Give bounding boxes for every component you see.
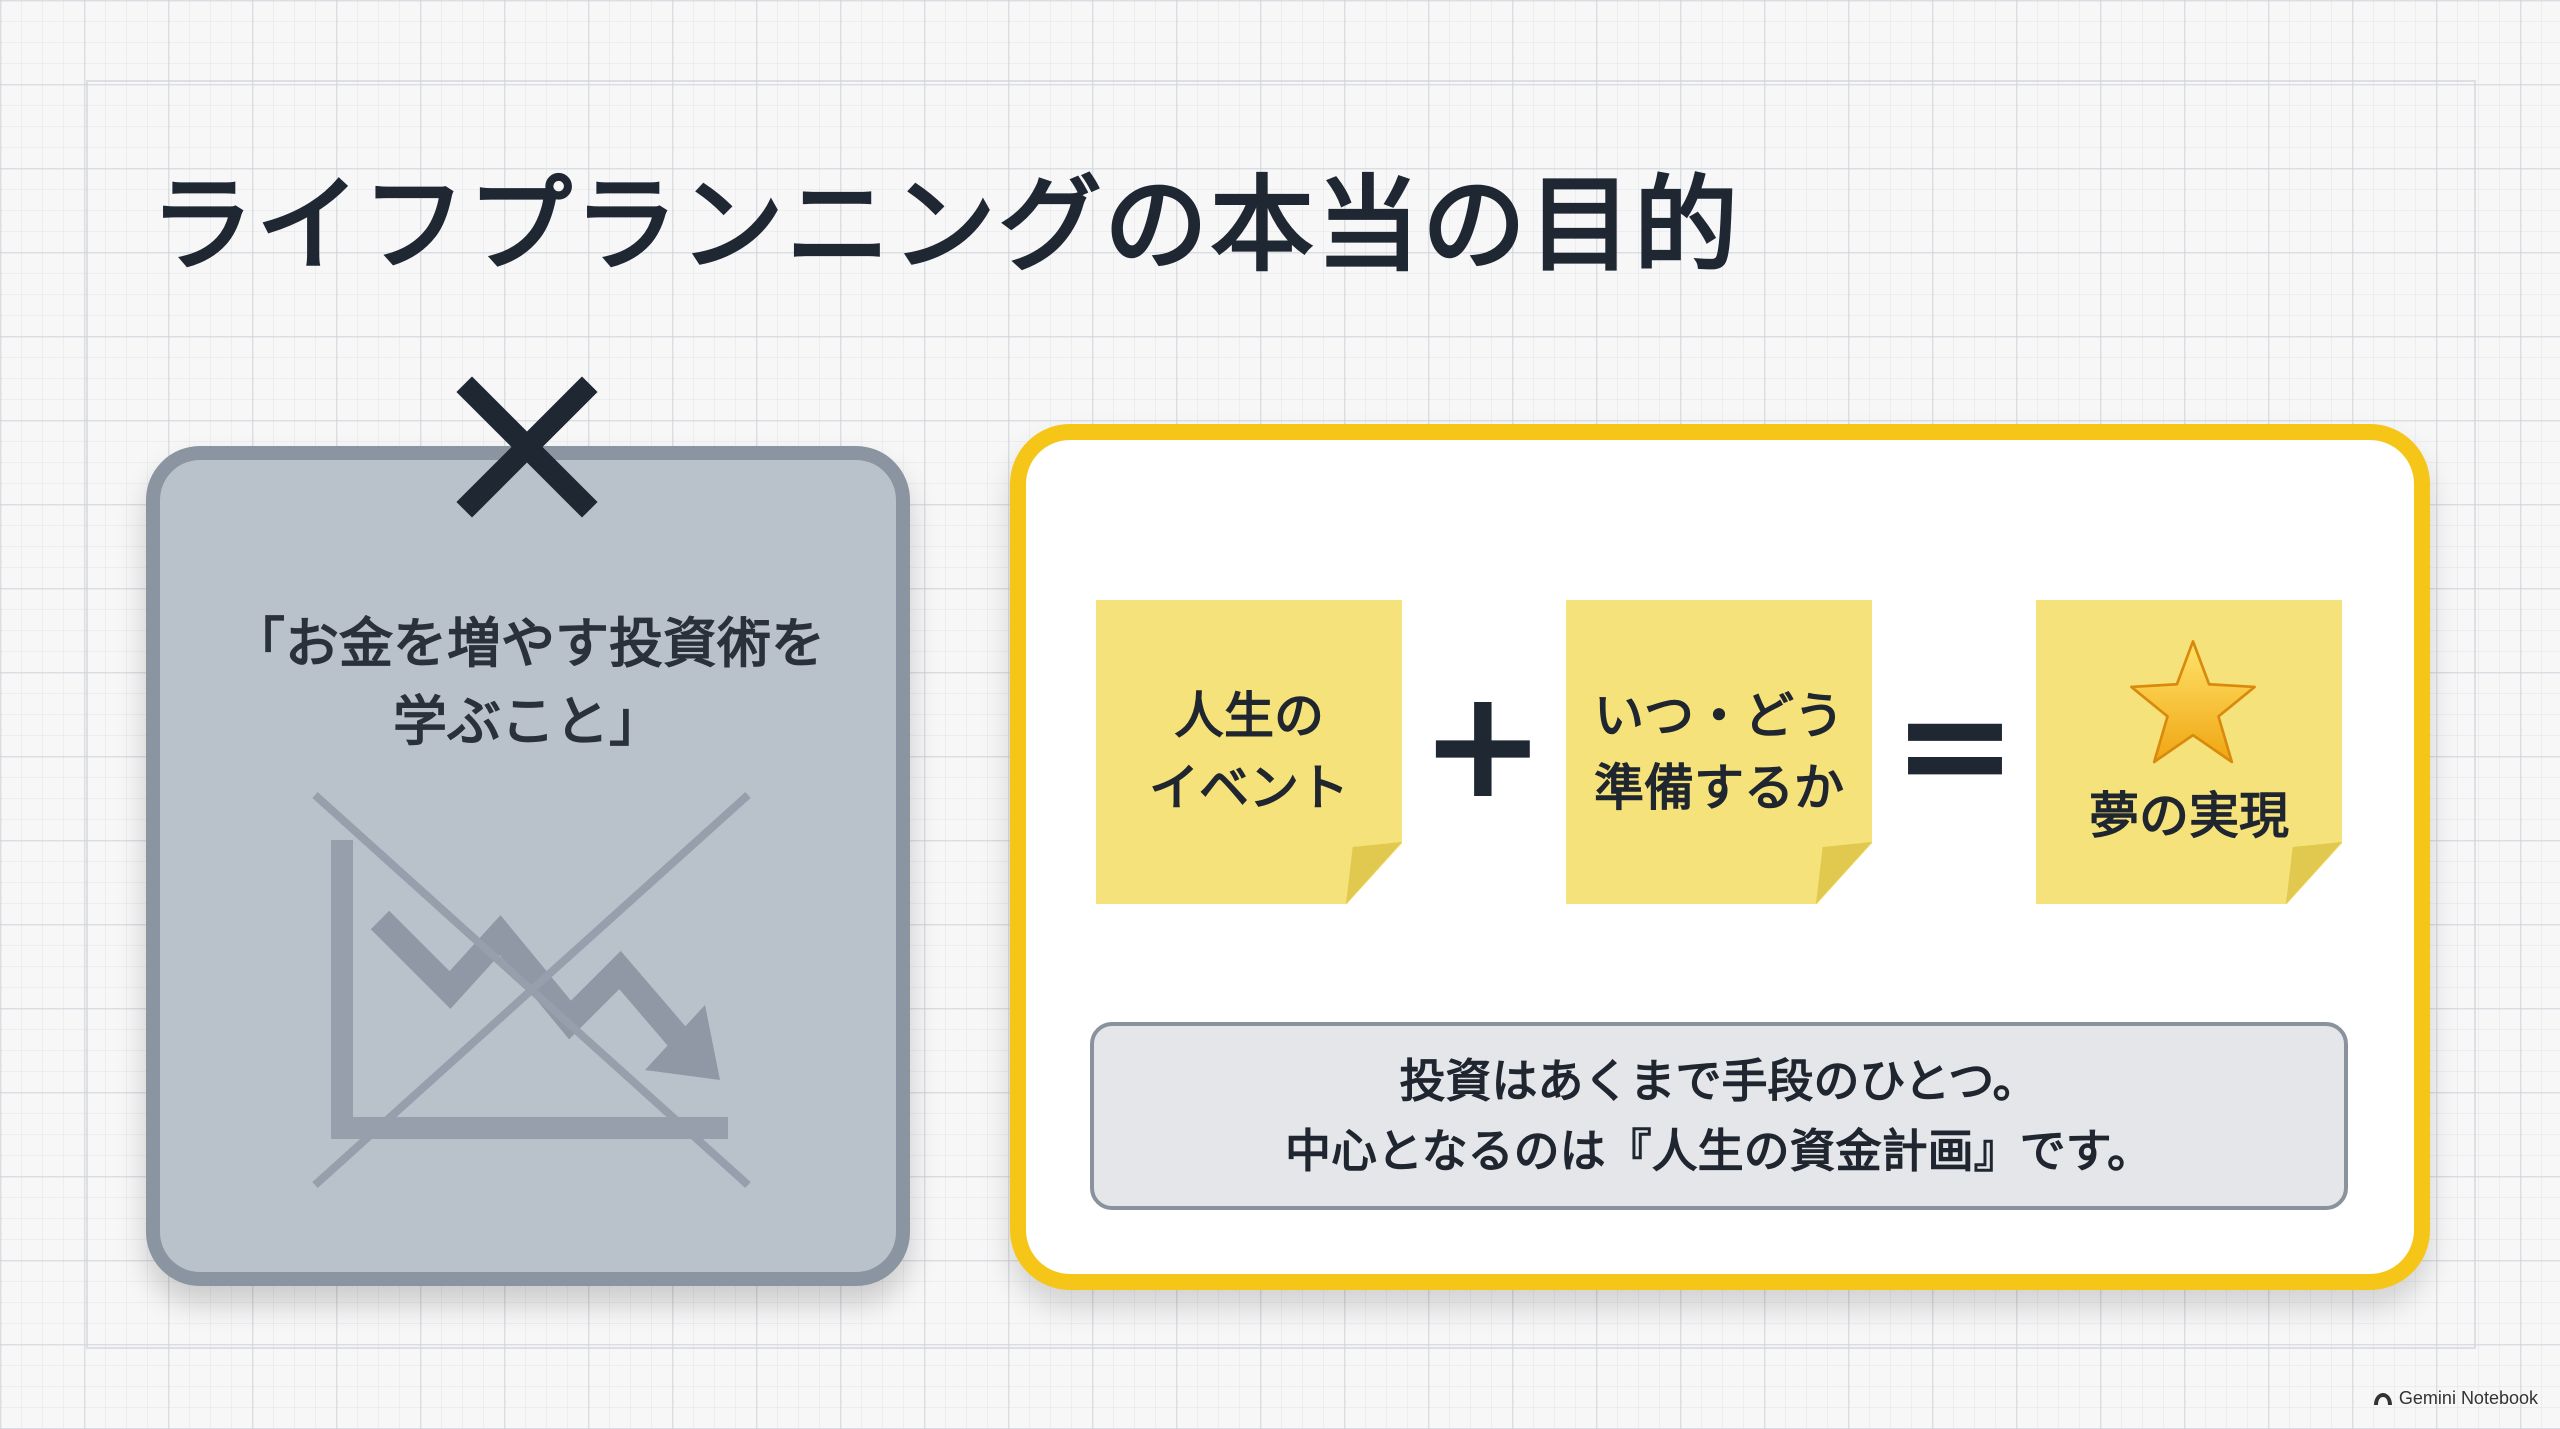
misconception-text: 「お金を増やす投資術を 学ぶこと」 [146, 605, 910, 761]
note2-line-1: いつ・どう [1594, 687, 1844, 745]
summary-line-2: 中心となるのは『人生の資金計画』です。 [1284, 1124, 2154, 1178]
star-icon [2130, 640, 2256, 764]
watermark-label: Gemini Notebook [2398, 1388, 2538, 1408]
sticky-note-preparation [1566, 600, 1872, 904]
note-life-events-text: 人生の イベント [1096, 680, 1402, 824]
note1-line-2: イベント [1149, 759, 1349, 817]
equals-sign: = [1892, 658, 2018, 832]
watermark: Gemini Notebook [2373, 1388, 2538, 1409]
note2-line-2: 準備するか [1594, 759, 1844, 817]
plus-sign: + [1420, 658, 1546, 832]
misconception-card [146, 446, 910, 1286]
note-dream-text: 夢の実現 [2036, 780, 2342, 852]
note-preparation-text: いつ・どう 準備するか [1566, 680, 1872, 824]
summary-box [1090, 1022, 2348, 1210]
note1-line-1: 人生の [1174, 687, 1324, 745]
summary-text: 投資はあくまで手段のひとつ。 中心となるのは『人生の資金計画』です。 [1090, 1046, 2348, 1186]
summary-line-1: 投資はあくまで手段のひとつ。 [1399, 1054, 2039, 1108]
notebook-logo-icon [2373, 1392, 2392, 1405]
x-icon [456, 376, 598, 518]
page-title: ライフプランニングの本当の目的 [150, 164, 1741, 286]
sticky-note-life-events [1096, 600, 1402, 904]
misconception-line-1: 「お金を増やす投資術を [231, 612, 825, 675]
note3-label: 夢の実現 [2089, 787, 2289, 845]
misconception-line-2: 学ぶこと」 [393, 690, 663, 753]
declining-chart-icon [312, 792, 751, 1188]
